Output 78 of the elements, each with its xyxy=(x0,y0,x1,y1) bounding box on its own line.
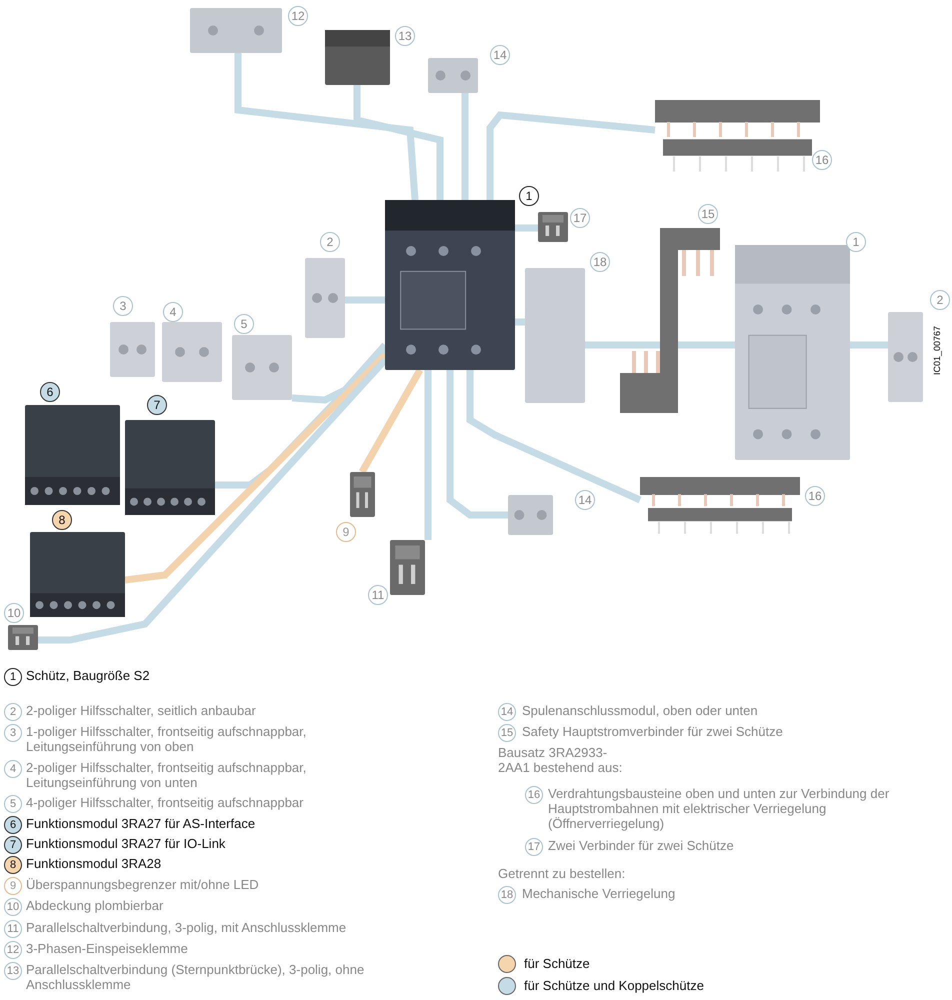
callout-number: 12 xyxy=(288,6,308,26)
key-text: Überspannungsbegrenzer mit/ohne LED xyxy=(26,877,260,892)
key-text: Funktionsmodul 3RA27 für AS-Interface xyxy=(26,816,256,831)
connector-pipe xyxy=(486,111,656,200)
connector-pipe xyxy=(358,368,424,474)
callout-number: 2 xyxy=(4,703,22,721)
connector-pipe xyxy=(850,342,888,348)
connector-pipe xyxy=(354,85,444,200)
key-text: Parallelschaltverbindung (Sternpunktbrücke), 3-polig, ohne Anschlussklemme xyxy=(26,962,366,992)
key-text: Schütz, Baugröße S2 xyxy=(26,668,151,683)
key-text: 1-poliger Hilfsschalter, frontseitig aufschnappbar, Leitungseinführung von oben xyxy=(26,724,308,754)
callout-number: 17 xyxy=(525,838,543,856)
callout-number: 16 xyxy=(812,150,832,170)
key-text: 2-poliger Hilfsschalter, seitlich anbaubar xyxy=(26,703,257,718)
callout-number: 12 xyxy=(4,941,22,959)
callout-number: 11 xyxy=(4,920,22,938)
callout-number: 17 xyxy=(570,208,590,228)
callout-number: 14 xyxy=(575,490,595,510)
callout-number: 10 xyxy=(4,603,24,623)
key-text: Funktionsmodul 3RA27 für IO-Link xyxy=(26,836,226,851)
callout-number: 16 xyxy=(525,786,543,804)
callout-number: 10 xyxy=(4,898,22,916)
callout-number: 14 xyxy=(498,703,516,721)
callout-number: 9 xyxy=(4,877,22,895)
connector-pipe xyxy=(345,296,385,304)
callout-number: 7 xyxy=(147,395,167,415)
group-heading: Bausatz 3RA2933-2AA1 bestehend aus: xyxy=(498,745,624,775)
callout-number: 4 xyxy=(4,760,22,778)
connector-pipe xyxy=(234,53,418,200)
callout-number: 2 xyxy=(320,232,340,252)
callout-number: 5 xyxy=(4,795,22,813)
key-text: Funktionsmodul 3RA28 xyxy=(26,856,162,871)
callout-number: 8 xyxy=(52,510,72,530)
key-text: Zwei Verbinder für zwei Schütze xyxy=(548,838,735,853)
callout-number: 13 xyxy=(395,26,415,46)
key-text: Mechanische Verriegelung xyxy=(522,886,676,901)
callout-number: 6 xyxy=(4,816,22,834)
callout-number: 5 xyxy=(234,314,254,334)
key-text: 4-poliger Hilfsschalter, frontseitig aufschnappbar xyxy=(26,795,304,810)
callout-number: 15 xyxy=(698,204,718,224)
callout-number: 7 xyxy=(4,836,22,854)
callout-number: 11 xyxy=(368,585,388,605)
connector-pipe xyxy=(462,93,468,200)
callout-number: 3 xyxy=(113,296,133,316)
connector-pipe xyxy=(585,342,660,348)
connector-pipe xyxy=(446,370,508,518)
connector-pipe xyxy=(466,370,642,504)
callout-number: 14 xyxy=(490,45,510,65)
key-text: Spulenanschlussmodul, oben oder unten xyxy=(522,703,759,718)
callout-number: 4 xyxy=(163,302,183,322)
connector-pipe xyxy=(515,318,525,326)
key-text: 3-Phasen-Einspeiseklemme xyxy=(26,941,189,956)
callout-number: 18 xyxy=(590,252,610,272)
legend-text: für Schütze und Koppelschütze xyxy=(524,978,704,993)
key-text: Parallelschaltverbindung, 3-polig, mit Anschlussklemme xyxy=(26,920,348,935)
legend-text: für Schütze xyxy=(524,956,590,971)
drawing-id: IC01_00767 xyxy=(931,326,943,375)
key-text: Safety Hauptstromverbinder für zwei Schütze xyxy=(522,724,784,739)
callout-number: 1 xyxy=(519,186,539,206)
connector-pipe xyxy=(515,224,538,232)
callout-number: 15 xyxy=(498,724,516,742)
connector-pipe xyxy=(678,342,735,348)
key-text: Verdrahtungsbausteine oben und unten zur Verbindung der Hauptstrombahnen mit elektrischer Verriegelung (Öffnerverriegelung) xyxy=(548,786,890,831)
callout-number: 1 xyxy=(846,232,866,252)
group-heading: Getrennt zu bestellen: xyxy=(498,866,626,881)
key-text: Abdeckung plombierbar xyxy=(26,898,164,913)
callout-number: 3 xyxy=(4,724,22,742)
callout-number: 9 xyxy=(336,522,356,542)
callout-number: 1 xyxy=(4,668,22,686)
connector-pipe xyxy=(424,370,432,540)
connector-pipe xyxy=(124,352,388,584)
callout-number: 18 xyxy=(498,886,516,904)
callout-number: 2 xyxy=(930,290,950,310)
callout-number: 16 xyxy=(805,486,825,506)
key-text: 2-poliger Hilfsschalter, frontseitig aufschnappbar, Leitungseinführung von unten xyxy=(26,760,308,790)
callout-number: 13 xyxy=(4,962,22,980)
callout-number: 8 xyxy=(4,856,22,874)
callout-number: 6 xyxy=(40,382,60,402)
